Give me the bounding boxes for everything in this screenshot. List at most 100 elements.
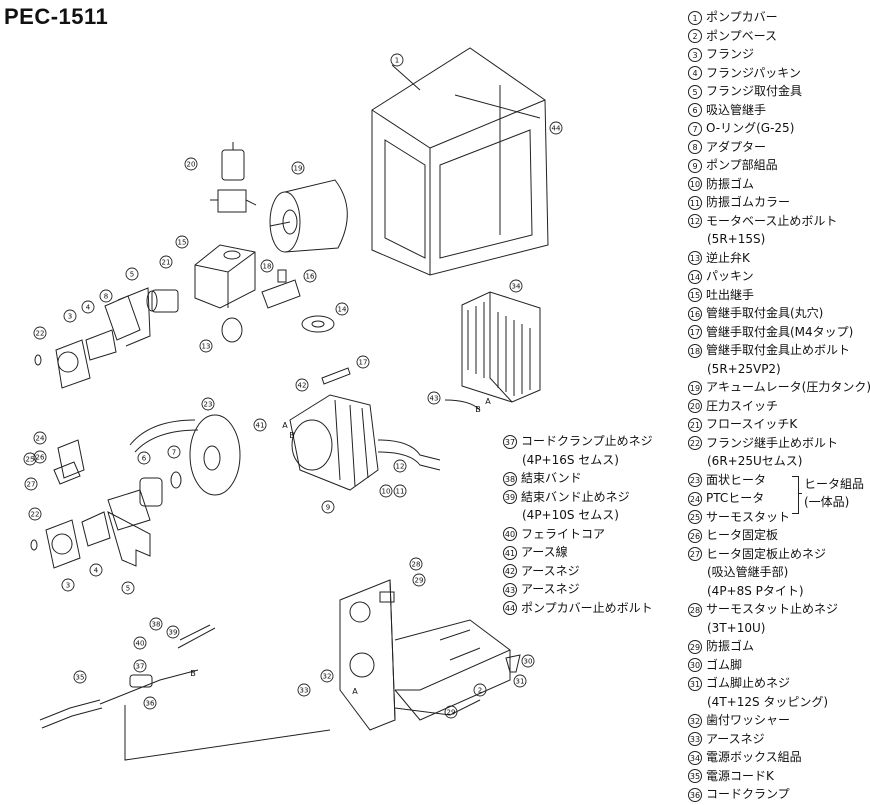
part-name: アダプター	[706, 139, 767, 154]
part-number-badge: 39	[503, 490, 517, 504]
part-list-item: (4P+16S セムス)	[503, 451, 653, 470]
part-number-badge: 36	[688, 787, 702, 802]
part-list-item: (3T+10U)	[688, 619, 870, 638]
callout-label: 44	[552, 125, 561, 133]
heater-group-note: ヒータ組品 (一体品)	[804, 475, 864, 511]
callout-label: 14	[338, 306, 347, 314]
callout-5b	[121, 581, 135, 595]
part-list-item: 3 フランジ	[688, 45, 870, 64]
callout-label: 12	[396, 463, 405, 471]
part-list-item: (吸込管継手部)	[688, 563, 870, 582]
callout-30	[521, 654, 535, 668]
callout-6	[137, 451, 151, 465]
area-heater	[129, 414, 241, 496]
part-number-badge: 31	[688, 676, 702, 691]
part-list-item: 29 防振ゴム	[688, 637, 870, 656]
heater-group-brace-tick	[798, 493, 802, 494]
callout-3a	[63, 309, 77, 323]
part-name: 防振ゴムカラー	[706, 195, 791, 209]
connection-label-a: A	[485, 397, 491, 406]
callout-label: 11	[396, 488, 405, 496]
part-name: ヒータ固定板	[706, 528, 779, 542]
part-name: 防振ゴム	[706, 639, 755, 653]
callout-25	[23, 452, 37, 466]
callout-5a	[125, 267, 139, 281]
part-number-badge: 40	[503, 527, 517, 541]
callout-label: 33	[300, 687, 309, 695]
part-number-badge: 1	[688, 10, 702, 25]
part-name: (6R+25Uセムス)	[707, 454, 803, 468]
heater-group-label: ヒータ組品	[804, 477, 865, 491]
part-list-item: (5R+25VP2)	[688, 360, 870, 379]
suction-joint	[53, 439, 182, 531]
part-number-badge: 22	[688, 436, 702, 450]
callout-29b	[412, 573, 426, 587]
callout-42	[295, 378, 309, 392]
part-number-badge: 18	[688, 343, 702, 358]
part-number-badge: 3	[688, 47, 702, 62]
part-number-badge: 14	[688, 269, 702, 284]
callout-label: 39	[169, 629, 178, 637]
callout-label: 8	[104, 293, 108, 301]
callout-label: 38	[152, 621, 161, 629]
part-name: ゴム脚	[706, 657, 743, 672]
part-number-badge: 43	[503, 582, 517, 597]
callout-label: 43	[430, 395, 439, 403]
pump-cover	[371, 47, 549, 276]
part-number-badge: 15	[688, 288, 702, 302]
part-number-badge: 9	[688, 158, 702, 173]
callout-label: 21	[162, 259, 171, 267]
callout-label: 3	[66, 582, 70, 590]
callout-34	[509, 279, 523, 293]
part-list-item: (4T+12S タッピング)	[688, 693, 870, 712]
callout-label: 37	[136, 663, 145, 671]
callout-label: 18	[263, 263, 272, 271]
part-name: 管継手取付金具止めボルト	[706, 343, 851, 357]
part-number-badge: 21	[688, 417, 702, 432]
callout-label: 3	[68, 313, 72, 321]
callout-label: 23	[204, 401, 213, 409]
part-number-badge: 7	[688, 121, 702, 136]
callout-16	[303, 269, 317, 283]
callout-15	[175, 235, 189, 249]
part-number-badge: 25	[688, 510, 702, 524]
part-number-badge: 27	[688, 547, 702, 561]
bracket-bolt	[277, 269, 287, 283]
callout-43	[427, 391, 441, 405]
connection-label-a: A	[352, 687, 358, 696]
part-name: フランジ	[706, 47, 755, 61]
part-name: ポンプカバー	[706, 10, 778, 24]
part-number-badge: 11	[688, 195, 702, 210]
callout-44	[549, 121, 563, 135]
callout-4b	[89, 563, 103, 577]
part-name: 面状ヒータ	[706, 472, 767, 487]
callout-28	[409, 557, 423, 571]
part-name: アースネジ	[706, 731, 765, 746]
discharge-joint	[194, 244, 256, 309]
callout-label: 41	[256, 422, 265, 430]
part-name: アースネジ	[521, 582, 580, 596]
part-number-badge: 29	[688, 639, 702, 654]
heater-group-brace	[792, 476, 799, 514]
pump-base	[339, 579, 511, 731]
part-name: フランジパッキン	[706, 65, 801, 80]
part-name: アースネジ	[521, 563, 580, 578]
pump-assembly	[289, 394, 441, 491]
part-name: 管継手取付金具(丸穴)	[706, 306, 824, 320]
callout-label: 5	[126, 585, 130, 593]
part-name: モータベース止めボルト	[706, 213, 838, 228]
power-box	[461, 291, 541, 403]
